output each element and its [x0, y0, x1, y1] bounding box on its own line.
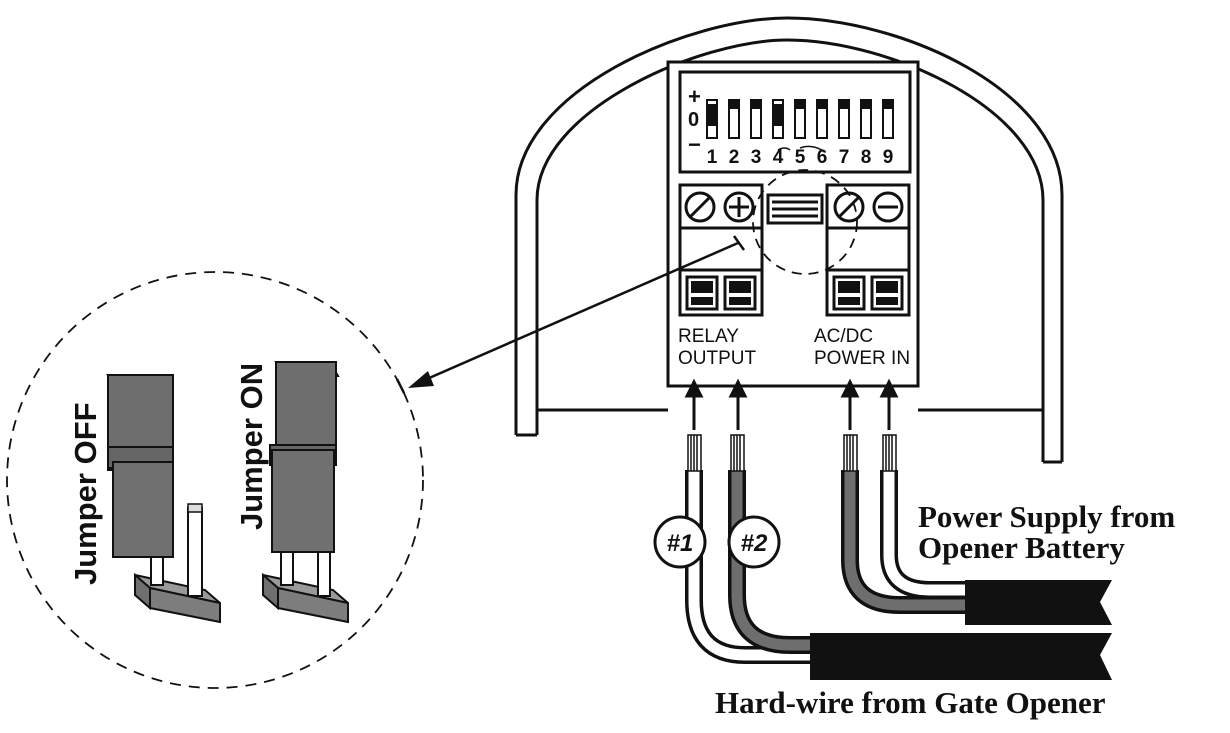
wire-2-tag: #2 [727, 515, 781, 569]
relay-label-line1: RELAY [678, 326, 739, 347]
wire-1-tag: #1 [653, 515, 707, 569]
dip-switch-8[interactable] [860, 99, 872, 139]
wire-clamp-2 [723, 275, 757, 311]
relay-terminal-block [678, 183, 764, 317]
power-label-line2: POWER IN [814, 348, 910, 369]
power-terminal-block [825, 183, 911, 317]
hardwire-label: Hard-wire from Gate Opener [715, 685, 1106, 720]
wire-clamp-3 [832, 275, 866, 311]
jumper-off-illustration [105, 374, 221, 624]
dip-switch-4[interactable] [772, 99, 784, 139]
dip-number-6: 6 [817, 147, 828, 168]
jumper-on-label: Jumper ON [234, 363, 269, 530]
dip-number-4: 4 [773, 147, 784, 168]
dip-switch-1[interactable] [706, 99, 718, 139]
power-supply-label-line1: Power Supply from [918, 499, 1175, 534]
dip-switch-6[interactable] [816, 99, 828, 139]
screw-minus-icon [872, 191, 904, 223]
wire-1-label: #1 [667, 530, 694, 557]
wire-clamp-1 [685, 275, 719, 311]
dip-switch-2[interactable] [728, 99, 740, 139]
jumper-location-marker [752, 169, 858, 275]
dip-number-7: 7 [839, 147, 850, 168]
dip-number-3: 3 [751, 147, 762, 168]
dip-zero-label: 0 [688, 109, 699, 131]
dip-switches [706, 99, 894, 139]
wire-clamp-4 [870, 275, 904, 311]
hardwire-cable [685, 434, 1112, 680]
dip-plus-label: + [688, 84, 701, 109]
power-supply-label-line2: Opener Battery [918, 530, 1125, 565]
dip-number-2: 2 [729, 147, 740, 168]
power-label-line1: AC/DC [814, 326, 873, 347]
board-jumper [766, 193, 824, 225]
dip-switch-7[interactable] [838, 99, 850, 139]
jumper-off-label: Jumper OFF [68, 402, 103, 585]
input-arrows [684, 378, 899, 430]
wire-2-label: #2 [741, 530, 768, 557]
dip-switch-9[interactable] [882, 99, 894, 139]
dip-switch-5[interactable] [794, 99, 806, 139]
screw-slash-icon [684, 191, 716, 223]
dip-number-9: 9 [883, 147, 894, 168]
relay-label-line2: OUTPUT [678, 348, 757, 369]
detail-pointer-arrow [395, 235, 746, 394]
screw-plus-icon [723, 191, 755, 223]
dip-switch-3[interactable] [750, 99, 762, 139]
jumper-detail-circle [6, 271, 424, 689]
dip-number-8: 8 [861, 147, 872, 168]
power-supply-cable [841, 434, 1112, 625]
screw-slash-icon [833, 191, 865, 223]
dip-number-1: 1 [707, 147, 718, 168]
housing [514, 16, 1064, 464]
jumper-on-illustration [262, 361, 349, 624]
dip-number-5: 5 [795, 147, 806, 168]
dip-minus-label: − [688, 132, 701, 157]
